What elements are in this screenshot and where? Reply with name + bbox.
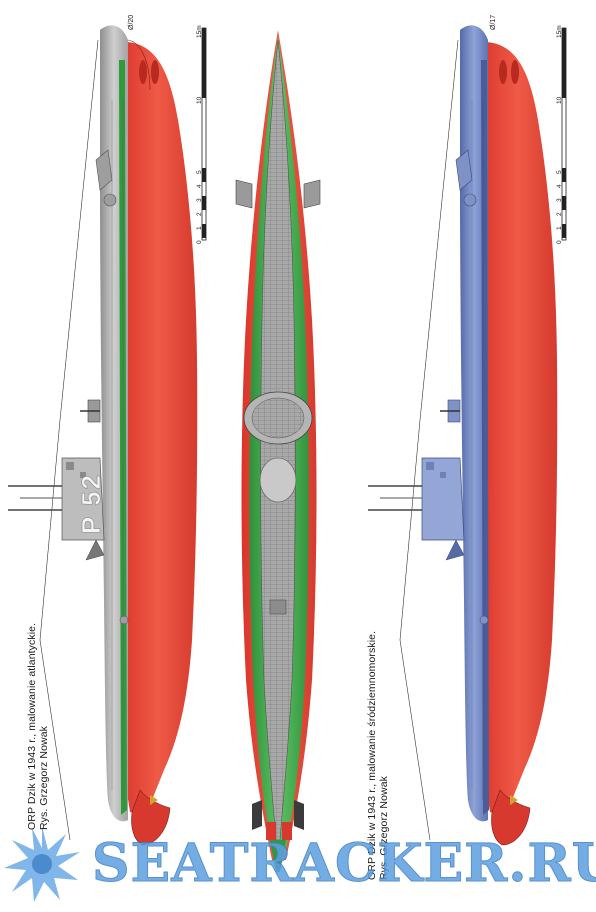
scale-left-tick-5: 5 (196, 170, 203, 174)
watermark-star-logo (4, 826, 80, 902)
scale-left-tick-1: 1 (196, 226, 203, 230)
scale-right-tick-10: 10 (556, 96, 563, 104)
hull-code: P 52 (76, 472, 107, 535)
scale-right-tick-0: 0 (556, 240, 563, 244)
caption-atlantic-credit: Rys. Grzegorz Nowak (38, 725, 50, 830)
scale-right-tick-4: 4 (556, 184, 563, 188)
scale-right-tick-5: 5 (556, 170, 563, 174)
conning-tower-atlantic (61, 457, 105, 541)
pennant-left: Ø/20 (128, 14, 135, 30)
caption-atlantic-title: ORP Dzik w 1943 r., malowanie atlantycki… (26, 622, 38, 830)
profile-mediterranean (368, 25, 558, 846)
scale-right-tick-1: 1 (556, 226, 563, 230)
scale-left-tick-0: 0 (196, 240, 203, 244)
scale-bar-right (561, 27, 567, 241)
hull-red-atlantic (118, 41, 198, 815)
watermark-text: SEATRACKER.RU (91, 833, 596, 894)
top-view (235, 30, 321, 872)
scale-left-tick-10: 10 (196, 96, 203, 104)
scale-right-tick-2: 2 (556, 212, 563, 216)
scale-left-tick-4: 4 (196, 184, 203, 188)
hull-red-med (478, 41, 558, 815)
profile-atlantic (8, 25, 198, 846)
scale-right-tick-3: 3 (556, 198, 563, 202)
caption-atlantic: ORP Dzik w 1943 r., malowanie atlantycki… (26, 623, 50, 830)
scale-left-tick-3: 3 (196, 198, 203, 202)
scale-bar-left (201, 27, 207, 241)
scale-left-unit: 15m (196, 25, 203, 38)
scale-right-unit: 15m (556, 25, 563, 38)
conning-tower-med (421, 457, 465, 541)
pennant-right: Ø/17 (490, 14, 497, 30)
scale-left-tick-2: 2 (196, 212, 203, 216)
